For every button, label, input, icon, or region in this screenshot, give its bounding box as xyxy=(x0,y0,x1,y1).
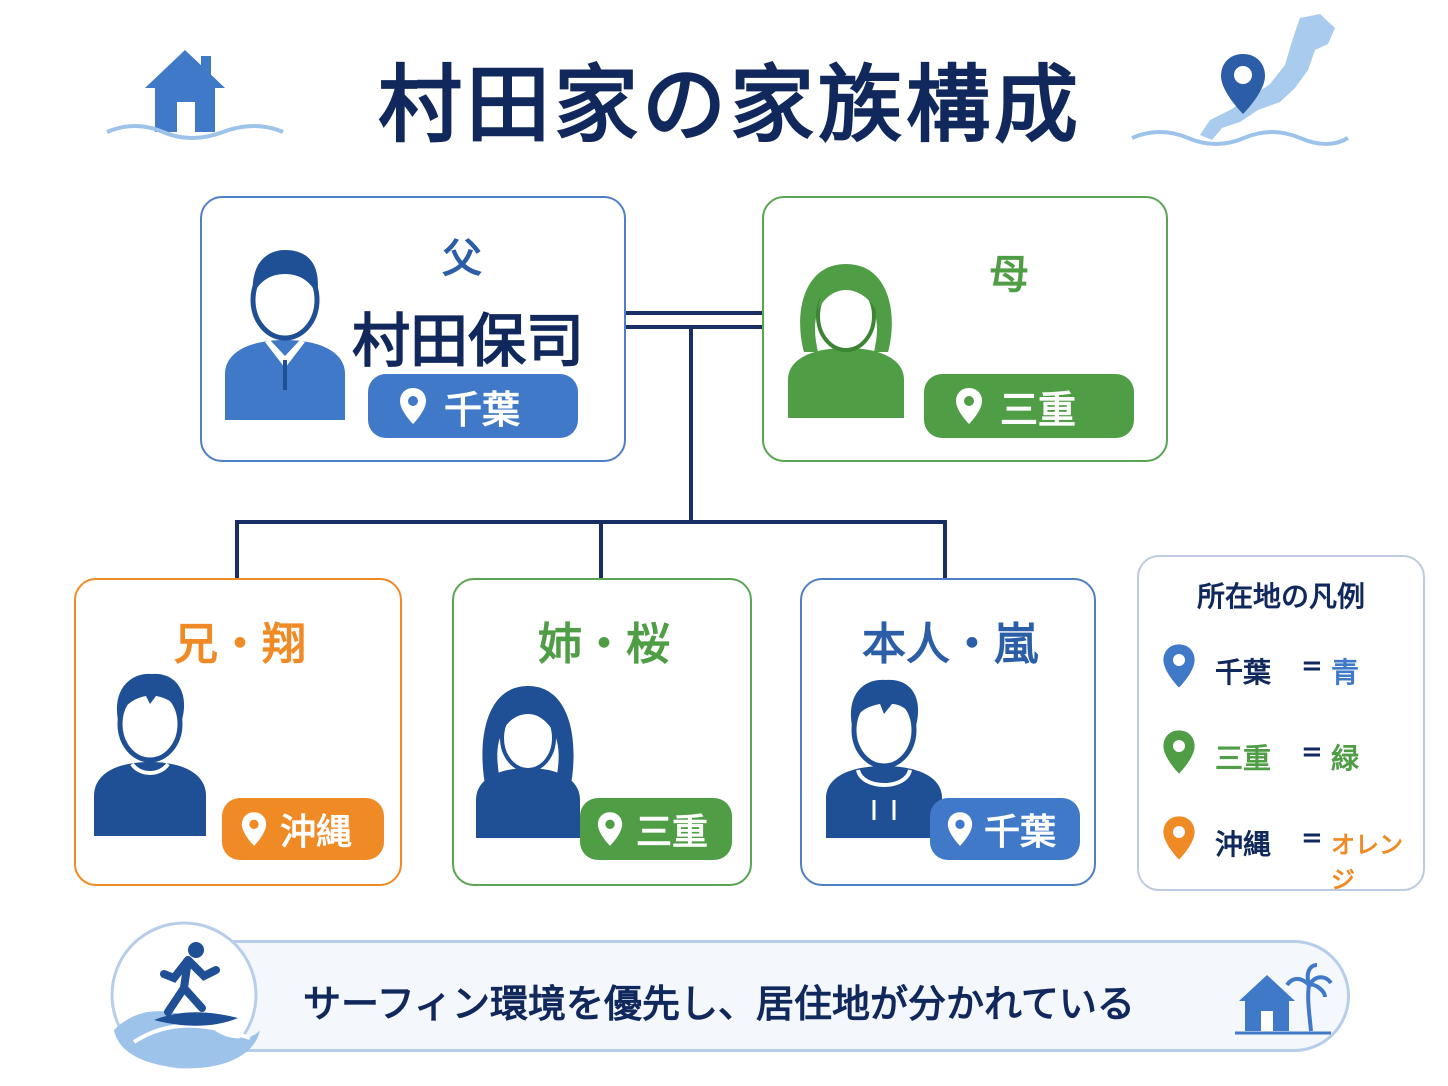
mother-person-icon xyxy=(788,264,904,418)
self-location: 千葉 xyxy=(984,812,1057,853)
map-pin-icon xyxy=(400,388,426,424)
footer-text: サーフィン環境を優先し、居住地が分かれている xyxy=(303,982,1135,1026)
legend-item-mie: 三重 = 緑 xyxy=(1161,729,1421,779)
father-role: 父 xyxy=(442,236,482,282)
map-pin-icon xyxy=(1163,730,1195,774)
legend-item-chiba: 千葉 = 青 xyxy=(1161,643,1421,693)
brother-location-badge: 沖縄 xyxy=(222,798,384,860)
map-pin-icon xyxy=(1163,644,1195,688)
legend-place: 三重 xyxy=(1215,742,1272,775)
legend-equals: = xyxy=(1301,737,1323,767)
legend-equals: = xyxy=(1301,823,1323,853)
mother-card: 母 三重 xyxy=(762,196,1168,462)
father-location: 千葉 xyxy=(444,387,521,432)
legend-title: 所在地の凡例 xyxy=(1196,580,1365,613)
sister-card: 姉・桜 三重 xyxy=(452,578,752,886)
father-location-badge: 千葉 xyxy=(368,374,578,438)
mother-location: 三重 xyxy=(1000,387,1077,432)
mother-role: 母 xyxy=(989,252,1029,298)
self-location-badge: 千葉 xyxy=(930,798,1080,860)
self-card: 本人・嵐 千葉 xyxy=(800,578,1096,886)
location-legend: 所在地の凡例 千葉 = 青 三重 = 緑 沖縄 = オレンジ xyxy=(1137,555,1425,894)
legend-place: 沖縄 xyxy=(1215,828,1272,861)
legend-equals: = xyxy=(1301,651,1323,681)
father-card: 父 村田保司 千葉 xyxy=(200,196,626,462)
brother-card: 兄・翔 沖縄 xyxy=(74,578,402,886)
map-pin-icon xyxy=(241,812,267,846)
brother-role: 兄・翔 xyxy=(174,619,306,670)
sister-location: 三重 xyxy=(636,812,709,853)
sister-location-badge: 三重 xyxy=(580,798,732,860)
map-pin-icon xyxy=(947,812,973,846)
house-icon xyxy=(106,50,284,140)
self-person-icon xyxy=(826,679,942,838)
map-pin-icon xyxy=(1221,54,1265,114)
brother-person-icon xyxy=(94,673,206,836)
page-title: 村田家の家族構成 xyxy=(377,56,1082,154)
surfer-icon xyxy=(110,921,260,1069)
legend-color-name: 青 xyxy=(1331,656,1360,689)
legend-color-name: オレンジ xyxy=(1331,831,1403,894)
map-pin-icon xyxy=(597,812,623,846)
sister-role: 姉・桜 xyxy=(538,619,670,670)
sister-person-icon xyxy=(476,686,580,838)
map-pin-icon xyxy=(1163,816,1195,860)
mother-location-badge: 三重 xyxy=(924,374,1134,438)
japan-map-icon xyxy=(1131,14,1350,146)
father-person-icon xyxy=(225,250,345,420)
self-role: 本人・嵐 xyxy=(862,619,1038,670)
footer-banner: サーフィン環境を優先し、居住地が分かれている xyxy=(160,940,1350,1052)
beach-house-icon xyxy=(1235,963,1333,1035)
legend-color-name: 緑 xyxy=(1331,742,1360,775)
legend-place: 千葉 xyxy=(1215,656,1272,689)
father-name: 村田保司 xyxy=(352,307,585,375)
legend-item-okinawa: 沖縄 = オレンジ xyxy=(1161,815,1421,894)
brother-location: 沖縄 xyxy=(280,812,353,853)
map-pin-icon xyxy=(956,388,982,424)
